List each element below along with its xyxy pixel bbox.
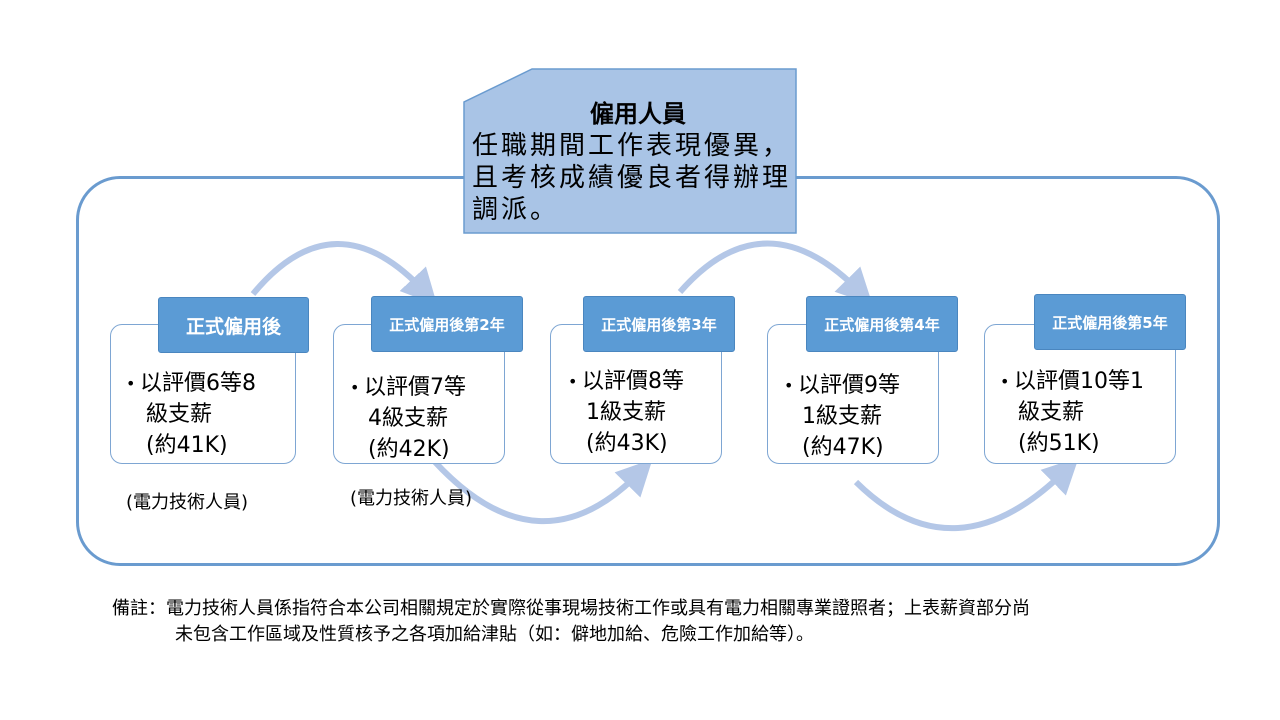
flow-arrow-2-3 — [432, 459, 653, 525]
stage-body-5: •以評價10等1 級支薪 (約51K) — [1000, 366, 1144, 459]
stage-tag-5: 正式僱用後第5年 — [1034, 294, 1186, 350]
footnote: 備註：電力技術人員係指符合本公司相關規定於實際從事現場技術工作或具有電力相關專業… — [112, 596, 1030, 648]
bullet-icon: • — [126, 374, 136, 393]
stage-tag-2: 正式僱用後第2年 — [371, 296, 523, 352]
flow-arrow-3-4 — [677, 240, 873, 305]
stage-body-1: •以評價6等8 級支薪 (約41K) — [126, 368, 256, 461]
footnote-line-1: 備註：電力技術人員係指符合本公司相關規定於實際從事現場技術工作或具有電力相關專業… — [112, 598, 1030, 619]
stage-body-2: •以評價7等 4級支薪 (約42K) — [350, 372, 466, 465]
footnote-line-2: 未包含工作區域及性質核予之各項加給津貼（如：僻地加給、危險工作加給等）。 — [175, 624, 814, 645]
callout: 僱用人員 任職期間工作表現優異， 且考核成績優良者得辦理 調派。 — [472, 98, 790, 226]
bullet-icon: • — [784, 376, 794, 395]
bullet-icon: • — [1000, 372, 1010, 391]
callout-line-2: 且考核成績優良者得辦理 — [472, 163, 792, 193]
stage-body-3: •以評價8等 1級支薪 (約43K) — [568, 366, 684, 459]
stage-tag-4: 正式僱用後第4年 — [806, 296, 958, 352]
stage-tag-3: 正式僱用後第3年 — [583, 296, 735, 352]
stage-note-1: (電力技術人員) — [126, 492, 249, 513]
bullet-icon: • — [350, 378, 360, 397]
callout-title: 僱用人員 — [590, 100, 686, 128]
flow-arrow-1-2 — [250, 241, 438, 306]
flow-arrow-4-5 — [853, 457, 1079, 532]
bullet-icon: • — [568, 372, 578, 391]
callout-shape — [463, 68, 797, 234]
callout-line-1: 任職期間工作表現優異， — [472, 131, 792, 161]
callout-line-3: 調派。 — [472, 195, 560, 225]
stage-note-2: (電力技術人員) — [350, 488, 473, 509]
stage-body-4: •以評價9等 1級支薪 (約47K) — [784, 370, 900, 463]
stage-tag-1: 正式僱用後 — [158, 297, 309, 353]
